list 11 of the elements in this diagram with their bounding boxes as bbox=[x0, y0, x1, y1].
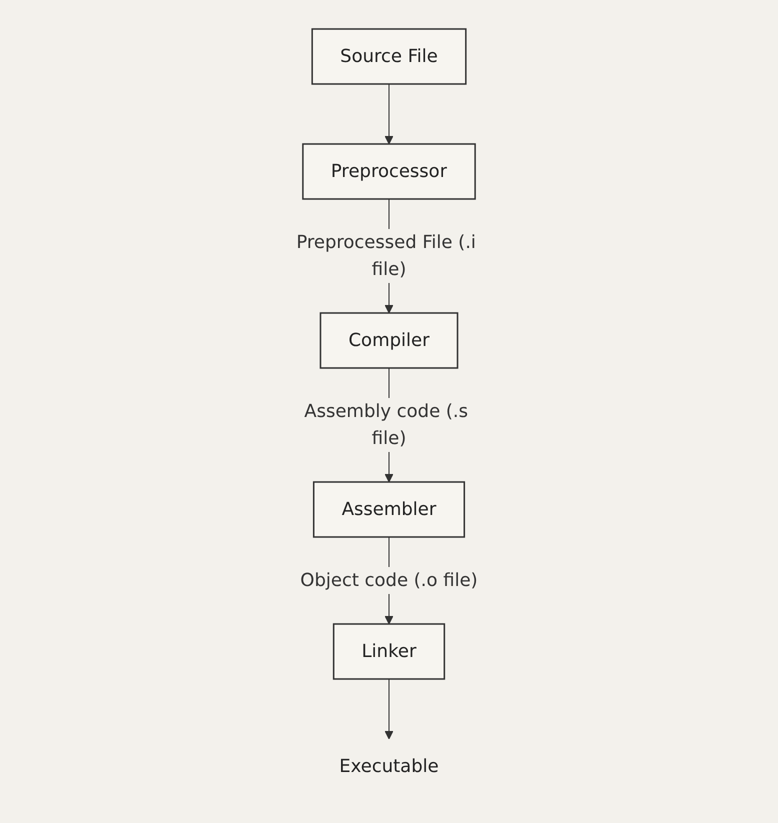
edge-label: Assembly code (.s file) bbox=[304, 401, 468, 449]
node-box: Preprocessor bbox=[302, 143, 476, 200]
node-box: Compiler bbox=[320, 312, 458, 369]
edge-label: Object code (.o file) bbox=[300, 570, 478, 591]
arrow bbox=[384, 678, 394, 740]
arrow bbox=[384, 84, 394, 144]
edge-label: Preprocessed File (.i file) bbox=[296, 232, 476, 280]
node-text: Executable bbox=[339, 756, 439, 777]
node-box: Assembler bbox=[312, 481, 466, 538]
node-box: Source File bbox=[311, 28, 467, 85]
node-box: Linker bbox=[332, 623, 446, 680]
